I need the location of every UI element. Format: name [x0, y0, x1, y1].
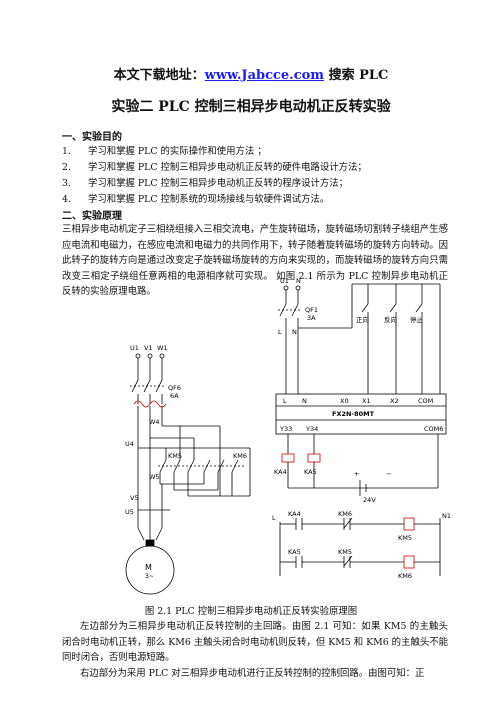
figure-caption: 图 2.1 PLC 控制三相异步电动机正反转实验原理图 — [144, 606, 358, 617]
page-title: 实验二 PLC 控制三相异步电动机正反转实验 — [111, 99, 391, 115]
section-heading-objectives: 一、实验目的 — [62, 132, 122, 143]
terminal-label: Y33 — [279, 425, 292, 433]
download-line: 本文下载地址：www.Jabcce.com 搜索 PLC — [0, 64, 502, 83]
node-label: V5 — [130, 494, 139, 502]
terminal-label: COM — [418, 397, 433, 405]
download-suffix: 搜索 PLC — [324, 68, 389, 83]
motor-sub-label: 3~ — [145, 573, 154, 580]
terminal-label: Y34 — [305, 425, 318, 433]
contactor-label: KM5 — [168, 452, 182, 460]
ladder-left-label: L — [272, 514, 276, 522]
terminal-label: COM6 — [424, 425, 443, 433]
terminal-label: X1 — [362, 397, 371, 405]
supply-label: N — [292, 328, 297, 336]
circuit-diagram: U1 V1 W1 QF6 6A W4 U4 V5 W5 U5 KM5 KM6 M… — [125, 278, 450, 595]
ladder-right-label: N1 — [442, 512, 450, 520]
button-label: 停止 — [410, 315, 424, 324]
download-url-link[interactable]: www.Jabcce.com — [204, 68, 325, 83]
plc-model-label: FX2N-80MT — [332, 410, 375, 418]
phase-label: U1 — [130, 344, 139, 352]
terminal-label: N — [302, 397, 307, 405]
analysis-paragraph: 右边部分为采用 PLC 对三相异步电动机进行正反转控制的控制回路。由图可知：正 — [80, 668, 425, 679]
list-item: 2.学习和掌握 PLC 控制三相异步电动机正反转的硬件电路设计方法； — [62, 162, 367, 173]
motor-label: M — [145, 563, 152, 572]
list-item: 3.学习和掌握 PLC 控制三相异步电动机正反转的程序设计方法； — [62, 178, 349, 189]
power-voltage: 24V — [363, 496, 376, 504]
supply-label: L — [278, 328, 282, 336]
contact-label: KM6 — [338, 510, 352, 518]
relay-label: KA4 — [274, 468, 287, 476]
list-item: 1.学习和掌握 PLC 的实际操作和使用方法 ； — [62, 146, 267, 157]
relay-label: KA5 — [304, 468, 317, 476]
phase-label: V1 — [144, 344, 153, 352]
terminal-label: X0 — [340, 397, 349, 405]
phase-label: W1 — [157, 344, 168, 352]
list-item: 4.学习和掌握 PLC 控制系统的现场接线与软硬件调试方法。 — [62, 194, 330, 205]
power-minus: − — [386, 470, 391, 478]
supply-label: N — [296, 278, 301, 285]
contact-label: KM5 — [338, 548, 352, 556]
contact-label: KA5 — [288, 548, 301, 556]
node-label: W5 — [149, 473, 160, 481]
button-label: 反向 — [384, 315, 397, 324]
download-prefix: 本文下载地址： — [113, 68, 205, 83]
terminal-label: L — [283, 397, 287, 405]
breaker-rating: 6A — [170, 392, 179, 400]
supply-label: U1 — [280, 278, 289, 285]
breaker-rating: 3A — [307, 314, 316, 322]
node-label: U4 — [125, 440, 134, 448]
contact-label: KA4 — [288, 510, 301, 518]
principle-paragraph: 三相异步电动机定子三相绕组接入三相交流电，产生旋转磁场，旋转磁场切割转子绕组产生… — [62, 224, 448, 298]
analysis-paragraph: 左边部分为三相异步电动机正反转控制的主回路。由图 2.1 可知：如果 KM5 的… — [62, 621, 448, 664]
contactor-label: KM6 — [233, 452, 247, 460]
terminal-label: X2 — [390, 397, 399, 405]
breaker-label: QF1 — [305, 306, 318, 314]
coil-label: KM6 — [398, 572, 412, 580]
button-label: 正向 — [356, 315, 369, 324]
section-heading-principle: 二、实验原理 — [62, 211, 122, 222]
node-label: U5 — [125, 508, 134, 516]
node-label: W4 — [149, 418, 160, 426]
coil-label: KM5 — [398, 534, 412, 542]
power-plus: + — [354, 470, 359, 478]
breaker-label: QF6 — [168, 384, 181, 392]
